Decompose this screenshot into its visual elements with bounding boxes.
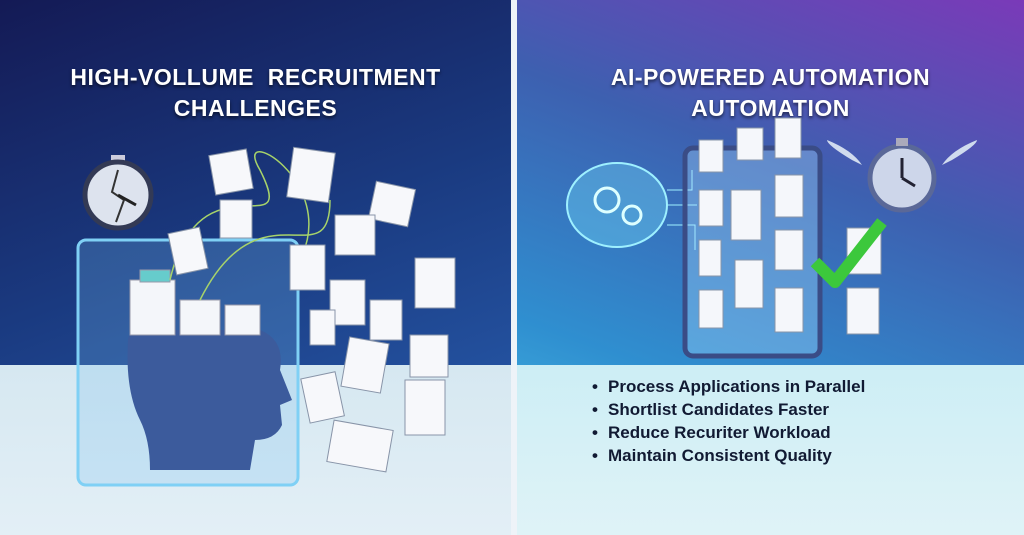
ai-brain-icon <box>566 162 697 250</box>
resume-stack-icon <box>129 269 261 336</box>
right-title: AI-POWERED AUTOMATION AUTOMATION <box>610 64 931 121</box>
tablet-resume-grid-icon <box>682 117 882 359</box>
green-checkmark-icon <box>810 218 887 288</box>
winged-stopwatch-icon <box>827 138 977 213</box>
benefit-item: Process Applications in Parallel <box>592 375 892 398</box>
left-panel: HIGH-VOLLUME RECRUITMENT CHALLENGES <box>0 0 511 535</box>
head-silhouette-icon <box>127 330 292 470</box>
benefit-item: Maintain Consistent Quality <box>592 444 892 467</box>
right-panel: AI-POWERED AUTOMATION AUTOMATION <box>517 0 1024 535</box>
broken-stopwatch-icon <box>82 155 154 231</box>
benefit-item: Shortlist Candidates Faster <box>592 398 892 421</box>
right-illustration <box>566 117 977 359</box>
benefits-list: Process Applications in Parallel Shortli… <box>592 375 892 467</box>
flying-resume-icon <box>167 146 456 473</box>
divider <box>511 0 517 535</box>
benefit-item: Reduce Recuriter Workload <box>592 421 892 444</box>
left-title: HIGH-VOLLUME RECRUITMENT CHALLENGES <box>70 64 441 121</box>
left-illustration <box>76 146 456 487</box>
